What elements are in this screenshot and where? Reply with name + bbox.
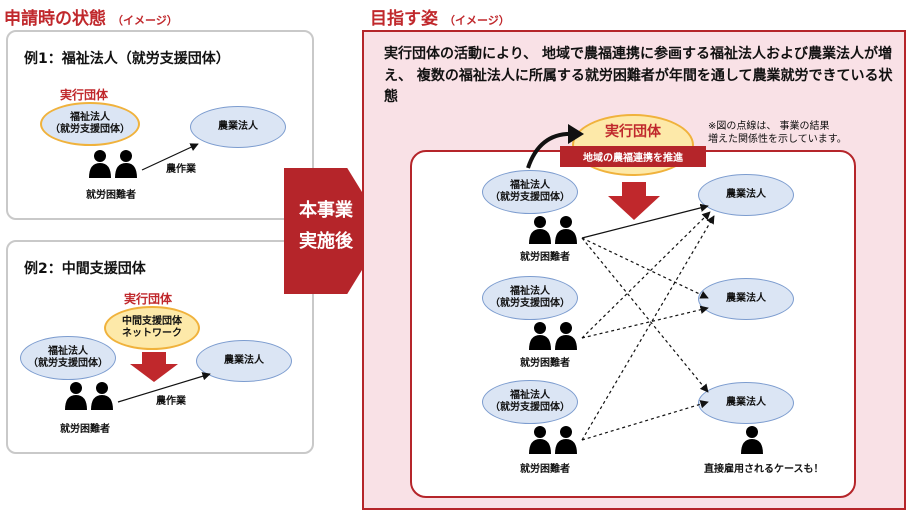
goal-direct-hire-person-icon [741,426,763,454]
example2-work-label: 農作業 [156,396,186,407]
goal-description: 実行団体の活動により、 地域で農福連携に参画する福祉法人および農業法人が増え、 … [384,46,893,106]
example1-person-icon-1 [89,150,111,178]
goal-curved-arrow-head [568,124,584,144]
example1-workers-label: 就労困難者 [86,190,136,201]
example1-title: 例1：福祉法人（就労支援団体） [24,51,230,67]
example2-work-arrow [117,372,211,403]
left-title-sub: （イメージ） [112,14,178,27]
goal-person-icon-3a [529,426,551,454]
goal-dashed-arrow-2 [581,237,709,393]
example2-title: 例2：中間支援団体 [24,261,146,277]
goal-exec-subtitle: 地域の農福連携を推進 [560,146,706,167]
example1-work-arrow [141,143,199,171]
example1-person-icon-2 [115,150,137,178]
goal-farm-node-3: 農業法人 [698,382,794,424]
left-title: 申請時の状態 （イメージ） [4,4,178,29]
goal-dashed-arrow-6 [581,400,709,441]
right-title: 目指す姿 （イメージ） [370,4,510,29]
example2-person-icon-2 [91,382,113,410]
goal-person-icon-3b [555,426,577,454]
goal-welfare-node-1: 福祉法人 （就労支援団体） [482,170,578,214]
goal-welfare-node-2: 福祉法人 （就労支援団体） [482,276,578,320]
example2-exec-label: 実行団体 [124,292,173,306]
goal-farm-node-2: 農業法人 [698,278,794,320]
example1-exec-label: 実行団体 [60,88,109,102]
example2-welfare-node: 福祉法人 （就労支援団体） [20,336,116,380]
example1-welfare-node: 福祉法人 （就労支援団体） [40,102,140,146]
example2-intermediary-node: 中間支援団体 ネットワーク [104,306,200,350]
goal-person-icon-1a [529,216,551,244]
right-title-sub: （イメージ） [444,14,510,27]
example2-workers-label: 就労困難者 [60,424,110,435]
goal-dashed-arrow-3 [581,211,711,339]
goal-down-arrow [608,182,660,220]
example2-farm-node: 農業法人 [196,340,292,382]
goal-workers-label-1: 就労困難者 [520,252,570,263]
goal-exec-title: 実行団体 [605,124,661,140]
goal-dashed-arrow-1 [581,237,709,299]
goal-direct-hire-label: 直接雇用されるケースも！ [704,464,824,475]
goal-person-icon-2b [555,322,577,350]
transition-label: 本事業 実施後 [299,200,353,252]
example2-down-arrow [130,352,178,382]
goal-person-icon-1b [555,216,577,244]
goal-person-icon-2a [529,322,551,350]
goal-workers-label-3: 就労困難者 [520,464,570,475]
right-title-main: 目指す姿 [370,9,438,29]
goal-workers-label-2: 就労困難者 [520,358,570,369]
goal-dashed-arrow-4 [581,305,709,339]
goal-dashed-arrow-5 [581,215,715,441]
goal-note: ※図の点線は、 事業の結果 増えた関係性を示しています。 [708,121,847,145]
goal-curved-arrow [526,131,575,169]
example1-farm-node: 農業法人 [190,106,286,148]
example2-person-icon-1 [65,382,87,410]
goal-welfare-node-3: 福祉法人 （就労支援団体） [482,380,578,424]
example1-work-label: 農作業 [166,164,196,175]
goal-solid-arrow [581,203,709,239]
goal-farm-node-1: 農業法人 [698,174,794,216]
left-title-main: 申請時の状態 [4,9,106,29]
